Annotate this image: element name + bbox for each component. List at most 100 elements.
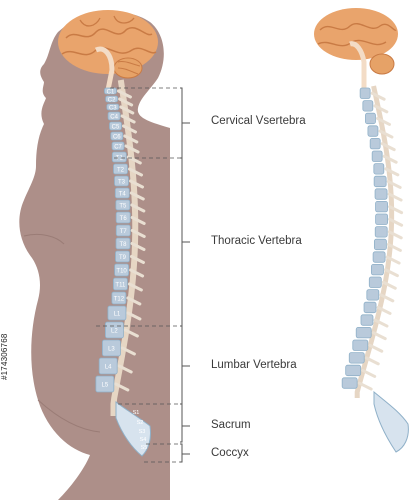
spinous-process [129, 268, 145, 278]
vertebra-right [371, 150, 383, 162]
spinous-process-right [380, 142, 396, 152]
vertebra-label: C2 [108, 98, 116, 104]
vertebra-c5 [109, 121, 122, 131]
vertebra-label: T5 [119, 204, 127, 210]
spinous-process-right [368, 343, 384, 353]
spinous-process-right [383, 268, 399, 278]
vertebra-label: L1 [114, 312, 121, 318]
spinous-process [128, 179, 144, 189]
spinous-process [120, 114, 136, 124]
vertebra-right [366, 289, 380, 301]
spinous-process [126, 311, 142, 321]
spinous-process [123, 328, 139, 338]
vertebra-t7 [115, 224, 131, 237]
vertebra-right [365, 112, 376, 125]
vertebra-label: T7 [120, 229, 128, 235]
vertebra-t12 [111, 291, 127, 305]
spinous-process [114, 382, 130, 392]
spinous-process-right [373, 318, 389, 328]
vertebra-right [359, 87, 371, 99]
vertebra-right [368, 276, 382, 288]
vertebra-label: C6 [113, 135, 121, 141]
vertebra-label: T8 [119, 242, 127, 248]
spinous-process-right [381, 280, 397, 290]
spinous-process-right [385, 255, 401, 265]
left-spine [95, 79, 146, 416]
label-sacrum: Sacrum [211, 419, 251, 431]
vertebra-label: C3 [109, 106, 117, 112]
vertebra-label: L5 [102, 383, 109, 389]
sacral-label: S2 [137, 420, 144, 426]
vertebra-labels: C1C2C3C4C5C6C7T1T2T3T4T5T6T7T8T9T10T11T1… [102, 90, 128, 389]
spinous-process [129, 191, 145, 201]
vertebra-t6 [115, 211, 131, 224]
spinous-process [118, 97, 134, 107]
spinous-process [126, 296, 142, 306]
vertebra-label: T12 [114, 297, 125, 303]
vertebra-c6 [110, 131, 124, 141]
vertebra-right [363, 301, 377, 314]
vertebra-t9 [115, 250, 130, 263]
spinous-process-right [373, 104, 389, 114]
spinous-process-right [382, 154, 398, 164]
vertebra-t10 [114, 263, 130, 277]
spinous-process-right [386, 242, 402, 252]
spinous-process [130, 242, 146, 251]
leader-lines [96, 87, 180, 463]
vertebra-label: T4 [119, 192, 127, 198]
vertebra-right [375, 200, 388, 213]
belly-contour [37, 399, 101, 433]
vertebra-c2 [105, 95, 119, 103]
spinous-process [127, 282, 143, 292]
vertebra-right [367, 125, 379, 137]
vertebra-right [374, 188, 388, 200]
vertebra-right [341, 377, 358, 389]
vertebra-c4 [107, 111, 121, 121]
spinous-process-right [378, 129, 394, 139]
vertebra-right [348, 352, 365, 364]
vertebra-label: T11 [115, 283, 126, 289]
spinous-process [130, 203, 146, 213]
vertebra-label: L2 [111, 329, 118, 335]
spinous-process-right [379, 293, 395, 303]
spinous-process [129, 255, 145, 264]
vertebra-right [352, 339, 369, 351]
lumbar-bracket [180, 325, 190, 405]
vertebra-right [373, 175, 387, 188]
cervical-bracket [180, 87, 190, 159]
vertebra-label: T10 [116, 269, 127, 275]
vertebra-t11 [112, 277, 128, 291]
coccyx-bracket [180, 443, 190, 463]
vertebra-right [373, 163, 385, 175]
right-spine [341, 85, 404, 398]
spinous-process-right [370, 91, 386, 101]
thoracic-bracket [180, 157, 190, 327]
spinous-process-right [364, 356, 380, 366]
spinous-process [121, 124, 137, 134]
breast-contour [23, 233, 65, 245]
vertebra-label: T3 [118, 180, 126, 186]
spinous-process-right [371, 331, 387, 341]
vertebra-t8 [115, 237, 131, 250]
vertebra-t2 [113, 163, 128, 175]
vertebra-label: C4 [110, 115, 118, 121]
sacral-label: S3 [139, 429, 146, 435]
vertebra-label: T9 [119, 255, 127, 261]
stock-id: #174306768 [0, 333, 9, 381]
vertebra-label: T6 [120, 216, 128, 222]
brain-left [58, 10, 158, 91]
spinous-process [120, 346, 136, 356]
spinous-process-right [376, 305, 392, 315]
spinous-process-right [386, 179, 402, 189]
spinous-process [117, 364, 133, 374]
vertebra-t1 [111, 151, 127, 163]
spinous-process [130, 216, 146, 225]
sacral-label: S4 [140, 437, 147, 443]
spinous-process-right [375, 116, 391, 126]
vertebra-l3 [102, 339, 121, 357]
label-lumbar: Lumbar Vertebra [211, 359, 297, 371]
vertebra-label: C5 [112, 125, 120, 131]
vertebra-l4 [98, 357, 118, 375]
